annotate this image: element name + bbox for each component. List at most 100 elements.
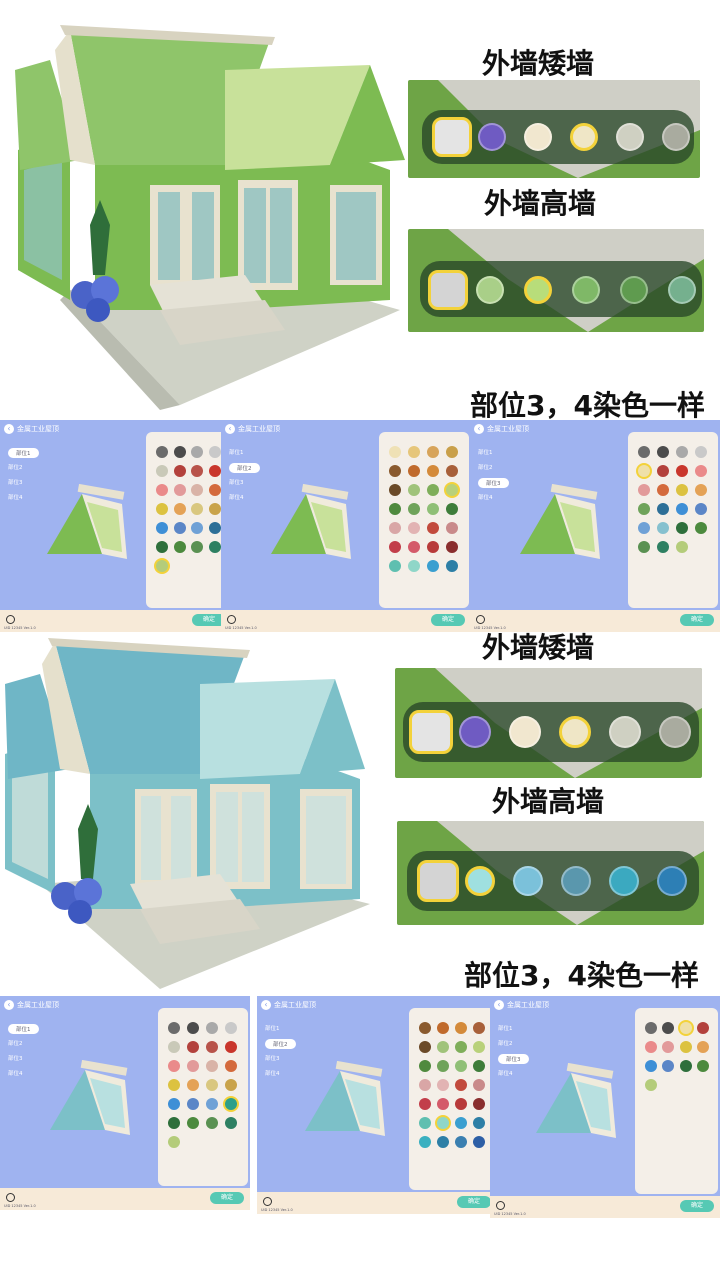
palette-swatch[interactable] xyxy=(206,1022,218,1034)
confirm-button[interactable]: 确定 xyxy=(680,614,714,626)
palette-swatch[interactable] xyxy=(168,1098,180,1110)
palette-swatch[interactable] xyxy=(427,541,439,553)
palette-swatch[interactable] xyxy=(408,503,420,515)
palette-swatch[interactable] xyxy=(679,1060,692,1072)
palette-swatch[interactable] xyxy=(676,465,688,477)
palette-swatch[interactable] xyxy=(206,1079,218,1091)
palette-swatch[interactable] xyxy=(427,484,439,496)
palette-swatch[interactable] xyxy=(662,1041,675,1053)
confirm-button[interactable]: 确定 xyxy=(431,614,465,626)
confirm-button[interactable]: 确定 xyxy=(457,1196,491,1208)
color-swatch[interactable] xyxy=(478,123,506,151)
palette-swatch[interactable] xyxy=(418,1022,431,1034)
refresh-icon[interactable] xyxy=(227,615,236,624)
color-swatch[interactable] xyxy=(524,276,552,304)
palette-swatch[interactable] xyxy=(187,1022,199,1034)
palette-swatch[interactable] xyxy=(208,446,221,458)
palette-swatch[interactable] xyxy=(676,541,688,553)
palette-swatch[interactable] xyxy=(173,484,186,496)
palette-swatch[interactable] xyxy=(472,1117,485,1129)
palette-swatch[interactable] xyxy=(638,446,650,458)
part-tab[interactable]: 部位3 xyxy=(498,1054,529,1064)
wall-texture-swatch[interactable] xyxy=(428,270,468,310)
part-tab[interactable]: 部位2 xyxy=(8,465,23,471)
color-swatch[interactable] xyxy=(459,716,491,748)
palette-swatch[interactable] xyxy=(676,503,688,515)
palette-swatch[interactable] xyxy=(191,541,204,553)
palette-swatch[interactable] xyxy=(206,1098,218,1110)
color-swatch[interactable] xyxy=(465,866,495,896)
palette-swatch[interactable] xyxy=(208,522,221,534)
color-swatch[interactable] xyxy=(476,276,504,304)
palette-swatch[interactable] xyxy=(446,541,458,553)
palette-swatch[interactable] xyxy=(418,1136,431,1148)
palette-swatch[interactable] xyxy=(156,522,169,534)
palette-swatch[interactable] xyxy=(225,1079,237,1091)
palette-swatch[interactable] xyxy=(168,1022,180,1034)
palette-swatch[interactable] xyxy=(173,446,186,458)
part-tab[interactable]: 部位1 xyxy=(265,1026,280,1032)
palette-swatch[interactable] xyxy=(418,1060,431,1072)
color-swatch[interactable] xyxy=(513,866,543,896)
palette-swatch[interactable] xyxy=(427,465,439,477)
part-tab[interactable]: 部位3 xyxy=(265,1056,280,1062)
palette-swatch[interactable] xyxy=(454,1098,467,1110)
palette-swatch[interactable] xyxy=(657,446,669,458)
palette-swatch[interactable] xyxy=(408,541,420,553)
palette-swatch[interactable] xyxy=(676,522,688,534)
back-arrow-icon[interactable]: ‹ xyxy=(494,1000,504,1010)
palette-swatch[interactable] xyxy=(446,560,458,572)
palette-swatch[interactable] xyxy=(427,522,439,534)
palette-swatch[interactable] xyxy=(472,1136,485,1148)
palette-swatch[interactable] xyxy=(436,1060,449,1072)
palette-swatch[interactable] xyxy=(696,1060,709,1072)
palette-swatch[interactable] xyxy=(427,503,439,515)
palette-swatch[interactable] xyxy=(156,503,169,515)
part-tab[interactable]: 部位4 xyxy=(8,495,23,501)
part-tab[interactable]: 部位4 xyxy=(229,495,244,501)
color-swatch[interactable] xyxy=(620,276,648,304)
palette-swatch[interactable] xyxy=(695,465,707,477)
color-swatch[interactable] xyxy=(659,716,691,748)
palette-swatch[interactable] xyxy=(389,446,401,458)
palette-swatch[interactable] xyxy=(408,484,420,496)
palette-swatch[interactable] xyxy=(638,503,650,515)
color-swatch[interactable] xyxy=(559,716,591,748)
palette-swatch[interactable] xyxy=(446,503,458,515)
palette-swatch[interactable] xyxy=(662,1022,675,1034)
palette-swatch[interactable] xyxy=(436,1022,449,1034)
palette-swatch[interactable] xyxy=(679,1041,692,1053)
part-tab[interactable]: 部位2 xyxy=(229,463,260,473)
confirm-button[interactable]: 确定 xyxy=(210,1192,244,1204)
palette-swatch[interactable] xyxy=(427,560,439,572)
wall-texture-swatch[interactable] xyxy=(409,710,453,754)
back-arrow-icon[interactable]: ‹ xyxy=(225,424,235,434)
color-swatch[interactable] xyxy=(609,716,641,748)
wall-texture-swatch[interactable] xyxy=(417,860,459,902)
palette-swatch[interactable] xyxy=(187,1117,199,1129)
palette-swatch[interactable] xyxy=(206,1041,218,1053)
color-swatch[interactable] xyxy=(570,123,598,151)
palette-swatch[interactable] xyxy=(657,541,669,553)
palette-swatch[interactable] xyxy=(191,465,204,477)
palette-swatch[interactable] xyxy=(696,1022,709,1034)
palette-swatch[interactable] xyxy=(657,522,669,534)
back-arrow-icon[interactable]: ‹ xyxy=(261,1000,271,1010)
palette-swatch[interactable] xyxy=(408,522,420,534)
palette-swatch[interactable] xyxy=(418,1041,431,1053)
palette-swatch[interactable] xyxy=(446,446,458,458)
palette-swatch[interactable] xyxy=(187,1098,199,1110)
palette-swatch[interactable] xyxy=(695,484,707,496)
part-tab[interactable]: 部位3 xyxy=(8,480,23,486)
palette-swatch[interactable] xyxy=(389,560,401,572)
palette-swatch[interactable] xyxy=(472,1060,485,1072)
palette-swatch[interactable] xyxy=(408,446,420,458)
palette-swatch[interactable] xyxy=(446,484,458,496)
part-tab[interactable]: 部位4 xyxy=(265,1071,280,1077)
color-swatch[interactable] xyxy=(616,123,644,151)
color-swatch[interactable] xyxy=(662,123,690,151)
palette-swatch[interactable] xyxy=(472,1079,485,1091)
palette-swatch[interactable] xyxy=(676,484,688,496)
part-tab[interactable]: 部位2 xyxy=(8,1041,23,1047)
wall-texture-swatch[interactable] xyxy=(432,117,472,157)
